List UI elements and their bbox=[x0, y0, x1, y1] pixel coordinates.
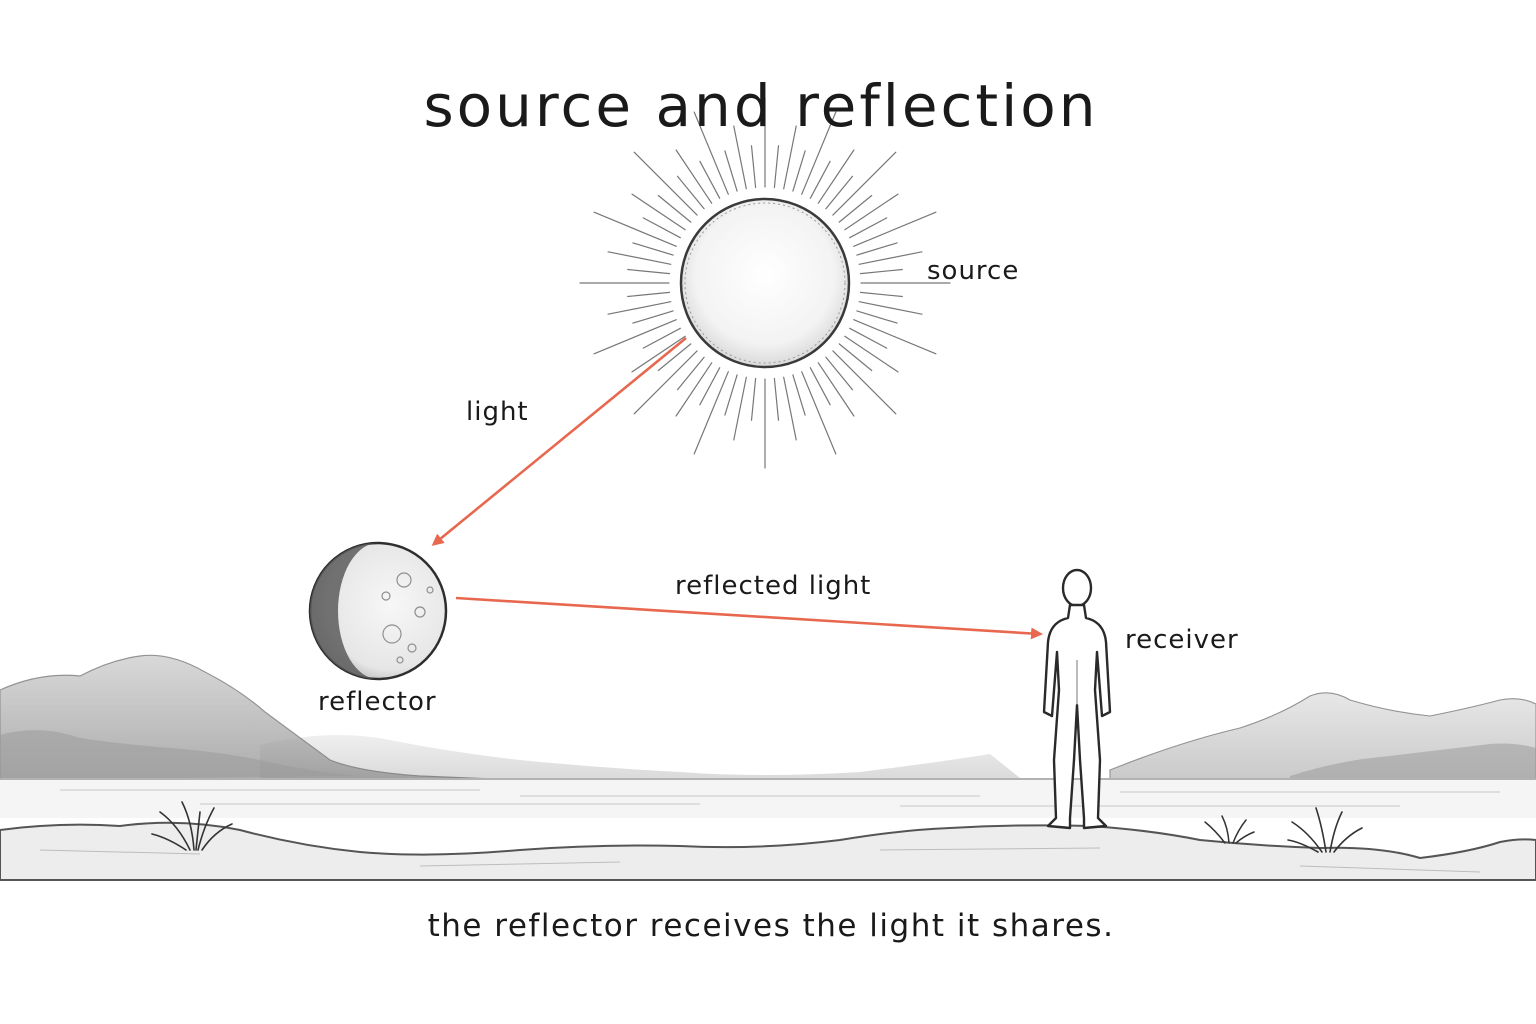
sun-ray bbox=[858, 251, 923, 265]
sun-ray bbox=[750, 145, 757, 189]
light-arrow bbox=[431, 336, 687, 546]
sun-ray bbox=[733, 125, 747, 190]
reflected-light-arrow bbox=[455, 596, 1043, 640]
left-foothill bbox=[0, 730, 360, 780]
sun-ray bbox=[849, 327, 888, 349]
sun-ray bbox=[825, 175, 854, 210]
sun-ray bbox=[699, 160, 721, 199]
sun-ray bbox=[809, 160, 831, 199]
grass-tuft-right bbox=[1287, 807, 1363, 853]
sun-ray bbox=[750, 377, 757, 421]
sun-ray bbox=[856, 242, 898, 256]
caption: the reflector receives the light it shar… bbox=[427, 908, 1115, 944]
sun-ray bbox=[631, 193, 686, 231]
sun-ray bbox=[801, 111, 837, 195]
sun-ray bbox=[607, 301, 672, 315]
grass-tuft-left bbox=[151, 801, 233, 851]
sun-icon bbox=[579, 97, 951, 469]
distant-hills bbox=[260, 735, 1020, 778]
sun-ray bbox=[642, 327, 681, 349]
sun-ray bbox=[832, 151, 897, 216]
sun-ray bbox=[676, 175, 705, 210]
sun-ray bbox=[633, 151, 698, 216]
sun-ray bbox=[832, 350, 897, 415]
sun-ray bbox=[593, 211, 677, 247]
sun-ray bbox=[676, 356, 705, 391]
sun-ray bbox=[693, 111, 729, 195]
sun-ray bbox=[632, 310, 674, 324]
page-title: source and reflection bbox=[423, 72, 1099, 140]
sun-ray bbox=[657, 343, 692, 372]
sun-ray bbox=[849, 217, 888, 239]
person-body bbox=[1042, 603, 1112, 830]
sun-ray bbox=[809, 367, 831, 406]
sun-ray bbox=[844, 193, 899, 231]
sun-ray bbox=[825, 356, 854, 391]
landscape bbox=[0, 654, 1536, 881]
sun-ray bbox=[783, 376, 797, 441]
moon-shadow bbox=[310, 543, 378, 679]
sun-ray bbox=[853, 319, 937, 355]
grass-tuft-mid bbox=[1204, 815, 1255, 844]
light-label: light bbox=[466, 397, 529, 427]
sun-ray bbox=[783, 125, 797, 190]
sun-ray bbox=[607, 251, 672, 265]
sun-ray bbox=[838, 194, 873, 223]
moon-icon bbox=[308, 541, 448, 681]
sun-ray bbox=[792, 150, 806, 192]
sun-ray bbox=[817, 149, 855, 204]
lake bbox=[0, 778, 1536, 818]
sun-ray bbox=[627, 291, 671, 298]
sun-ray bbox=[642, 217, 681, 239]
sun-ray bbox=[627, 268, 671, 275]
sun-ray bbox=[633, 350, 698, 415]
sun-ray bbox=[859, 291, 903, 298]
sun-ray bbox=[817, 362, 855, 417]
sun-ray bbox=[675, 362, 713, 417]
receiver-label: receiver bbox=[1125, 625, 1239, 655]
reflected-light-label: reflected light bbox=[675, 571, 872, 601]
sun-ray bbox=[675, 149, 713, 204]
sun-ray bbox=[858, 301, 923, 315]
sun-ray bbox=[844, 335, 899, 373]
sun-ray bbox=[801, 371, 837, 455]
reflector-label: reflector bbox=[318, 687, 437, 717]
sun-ray bbox=[773, 377, 780, 421]
foreground-ground bbox=[0, 821, 1536, 881]
right-foothill bbox=[1290, 743, 1536, 782]
sun-ray bbox=[733, 376, 747, 441]
sun-disk bbox=[679, 197, 851, 369]
sun-ray bbox=[657, 194, 692, 223]
person-head bbox=[1061, 568, 1093, 608]
sun-ray bbox=[792, 374, 806, 416]
sun-rays bbox=[579, 97, 951, 469]
sun-ray bbox=[773, 145, 780, 189]
sun-ray bbox=[693, 371, 729, 455]
sun-ray bbox=[632, 242, 674, 256]
sun-ray bbox=[631, 335, 686, 373]
moon-craters bbox=[381, 572, 434, 664]
sun-ray bbox=[699, 367, 721, 406]
sun-ray bbox=[593, 319, 677, 355]
sun-ray bbox=[724, 374, 738, 416]
sun-ray bbox=[838, 343, 873, 372]
person-icon bbox=[1042, 568, 1112, 830]
sun-ray bbox=[853, 211, 937, 247]
sun-ray bbox=[724, 150, 738, 192]
sun-ray bbox=[856, 310, 898, 324]
sun-ray bbox=[859, 268, 903, 275]
source-label: source bbox=[927, 256, 1020, 286]
